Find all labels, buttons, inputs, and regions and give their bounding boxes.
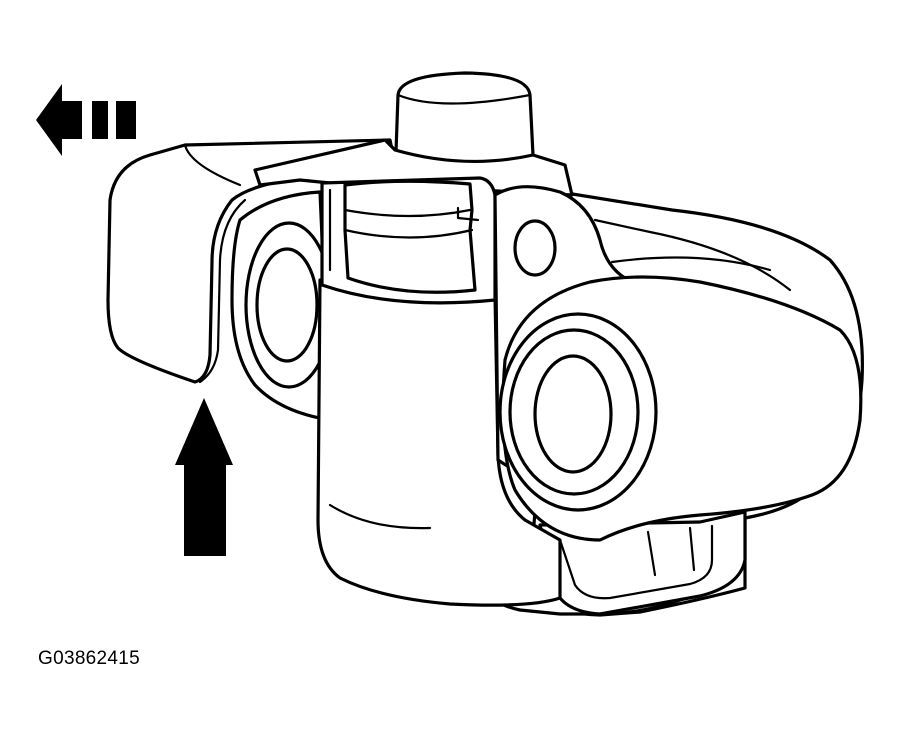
figure-code: G03862415 <box>38 648 141 669</box>
flange-small-hole <box>513 219 557 277</box>
top-knob <box>394 71 535 167</box>
part-drawing <box>106 71 864 617</box>
left-arrow-dashed-icon <box>36 84 136 156</box>
right-bore-inner <box>533 354 613 474</box>
left-bore-inner <box>255 247 319 363</box>
left-clip <box>106 138 397 384</box>
up-arrow-icon <box>175 398 233 556</box>
